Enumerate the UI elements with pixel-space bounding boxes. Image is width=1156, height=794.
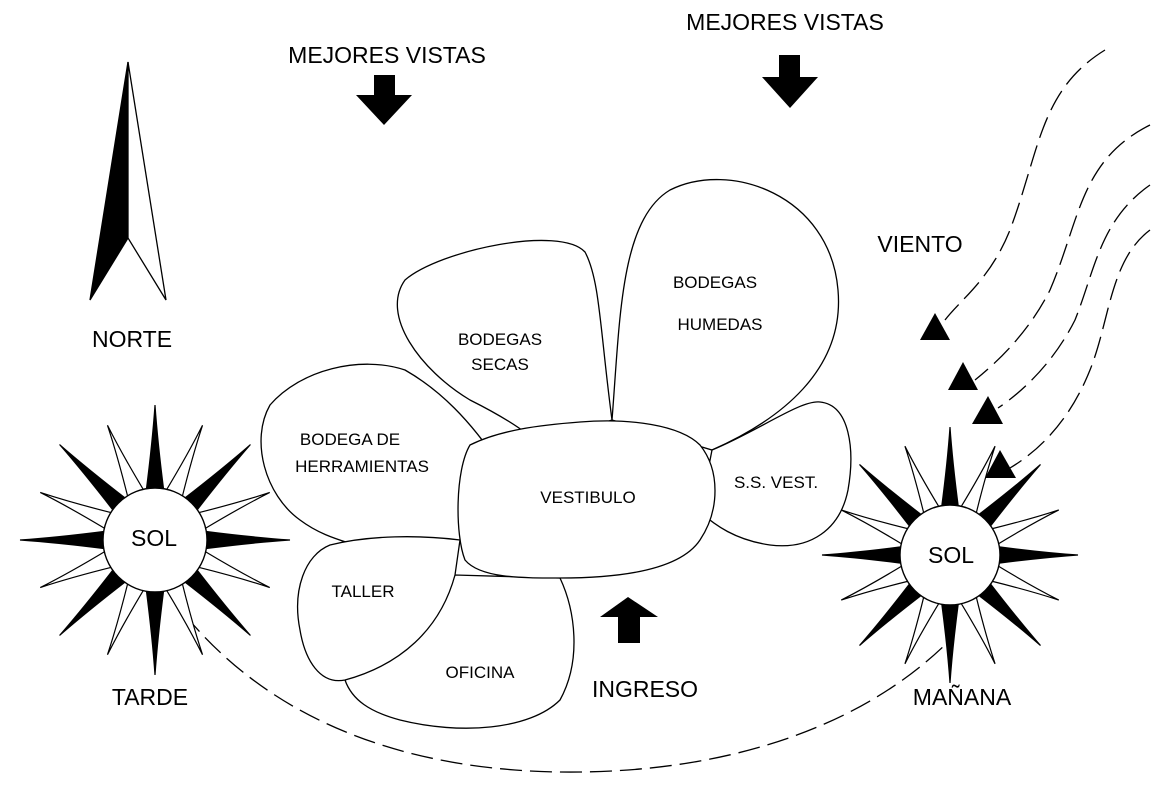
sun-ray: [904, 594, 941, 665]
wind-line: [1009, 229, 1151, 469]
sun-ray: [59, 567, 128, 636]
entrance-arrow-icon: [600, 597, 658, 643]
wind-triangle-icon: [972, 396, 1003, 424]
zone-lobby-label: VESTIBULO: [540, 488, 635, 507]
best-view-arrow-icon: [356, 75, 412, 125]
zone-wet-storage-label-2: HUMEDAS: [677, 315, 762, 334]
zone-lobby: [457, 420, 716, 579]
sun-ray: [859, 464, 924, 529]
sun-ray: [940, 426, 960, 509]
zone-restrooms: [699, 401, 852, 547]
zone-restrooms-label: S.S. VEST.: [734, 473, 818, 492]
sun-ray: [39, 491, 114, 531]
zone-wet-storage-label-1: BODEGAS: [673, 273, 757, 292]
sun-label-afternoon: SOL: [131, 525, 177, 551]
sun-ray: [182, 444, 251, 513]
sun-caption-morning: MAÑANA: [913, 684, 1012, 710]
zone-dry-storage-label-2: SECAS: [471, 355, 529, 374]
zone-tool-storage: [260, 363, 501, 546]
sun-ray: [19, 530, 107, 550]
zone-tool-storage-label-1: BODEGA DE: [300, 430, 400, 449]
sun-ray: [940, 601, 960, 684]
sun-icon-afternoon: [19, 404, 291, 676]
wind-line: [997, 184, 1151, 409]
sun-disc: [102, 487, 208, 593]
zone-wet-storage: [611, 178, 840, 451]
sun-ray: [859, 581, 924, 646]
zone-tool-storage-label-2: HERRAMIENTAS: [295, 457, 429, 476]
sun-disc: [899, 504, 1001, 606]
sun-ray: [164, 424, 204, 499]
sun-path-arc: [184, 614, 951, 773]
sun-ray: [203, 530, 291, 550]
sun-ray: [976, 581, 1041, 646]
sun-ray: [196, 491, 271, 531]
wind-lines: [944, 49, 1151, 469]
entrance-label: INGRESO: [592, 676, 698, 702]
wind-markers: [920, 313, 1016, 478]
wind-triangle-icon: [920, 313, 950, 340]
best-views-label-right: MEJORES VISTAS: [686, 9, 884, 35]
sun-caption-afternoon: TARDE: [112, 684, 188, 710]
sun-icon-morning: [821, 426, 1079, 684]
sun-ray: [840, 564, 911, 601]
zone-office-label: OFICINA: [446, 663, 516, 682]
sun-ray: [989, 509, 1060, 546]
zone-dry-storage-label-1: BODEGAS: [458, 330, 542, 349]
sun-label-morning: SOL: [928, 542, 974, 568]
sun-ray: [106, 424, 146, 499]
sun-ray: [106, 581, 146, 656]
zone-dry-storage: [396, 239, 613, 446]
sun-ray: [976, 464, 1041, 529]
sun-ray: [182, 567, 251, 636]
sun-ray: [959, 445, 996, 516]
best-views-label-left: MEJORES VISTAS: [288, 42, 486, 68]
north-label: NORTE: [92, 326, 172, 352]
zone-workshop: [297, 536, 461, 682]
sun-ray: [989, 564, 1060, 601]
sun-ray: [39, 549, 114, 589]
north-arrow-icon: [89, 61, 167, 301]
wind-line: [944, 49, 1106, 321]
wind-triangle-icon: [985, 450, 1016, 478]
sun-ray: [164, 581, 204, 656]
sun-ray: [196, 549, 271, 589]
sun-ray: [996, 545, 1079, 565]
sun-ray: [959, 594, 996, 665]
sun-ray: [904, 445, 941, 516]
sun-ray: [840, 509, 911, 546]
wind-triangle-icon: [948, 362, 978, 390]
best-view-arrow-icon: [762, 55, 818, 108]
sun-ray: [145, 588, 165, 676]
wind-label: VIENTO: [877, 231, 962, 257]
sun-ray: [821, 545, 904, 565]
sun-ray: [145, 404, 165, 492]
zone-workshop-label: TALLER: [332, 582, 395, 601]
wind-line: [974, 124, 1151, 381]
sun-ray: [59, 444, 128, 513]
